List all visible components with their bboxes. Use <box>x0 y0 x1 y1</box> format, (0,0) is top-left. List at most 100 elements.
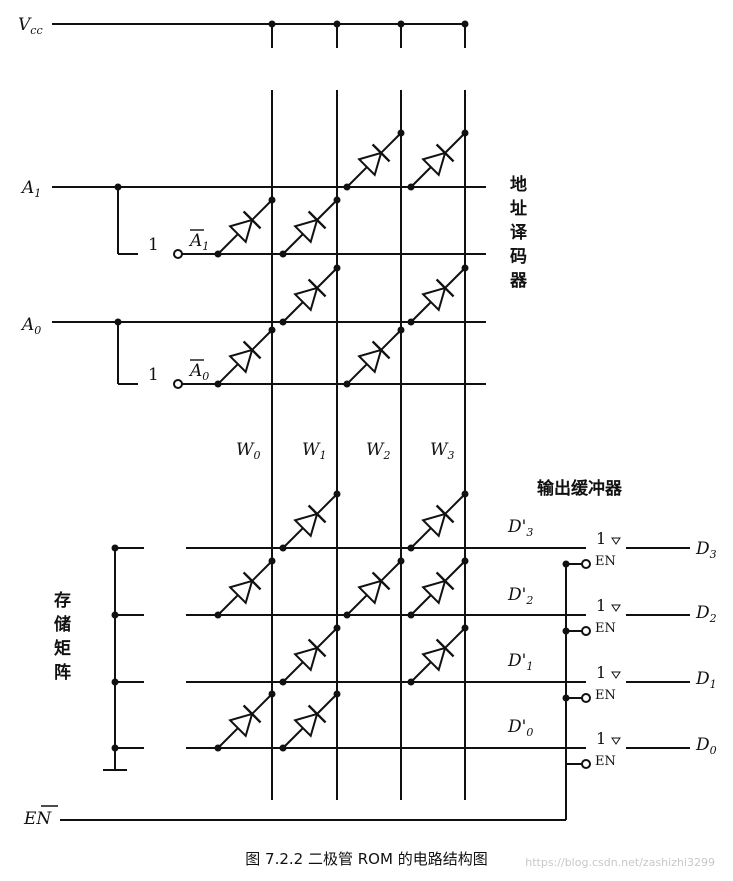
diode <box>357 571 391 605</box>
diode-triangle <box>293 646 319 672</box>
diode <box>228 340 262 374</box>
buffer-enable-text: EN <box>595 621 616 636</box>
row-resistor <box>144 674 186 690</box>
junction-dot <box>343 380 351 388</box>
diode-triangle <box>357 579 383 605</box>
diode-triangle <box>293 286 319 312</box>
diode <box>421 278 455 312</box>
svg-text:译: 译 <box>510 223 528 243</box>
diode-bar <box>307 278 327 298</box>
junction-dot <box>111 678 119 686</box>
diode <box>293 504 327 538</box>
diode-bar <box>307 504 327 524</box>
diode <box>293 210 327 244</box>
diode <box>357 340 391 374</box>
w3-label: W3 <box>430 440 454 462</box>
diode-triangle <box>357 151 383 177</box>
junction-dot <box>407 544 415 552</box>
d3-output-label: D3 <box>695 539 717 561</box>
a0-bar-label: A0 <box>188 361 209 383</box>
junction-dot <box>461 129 469 137</box>
inverter-symbol: 1 <box>148 365 159 385</box>
diode <box>421 638 455 672</box>
junction-dot <box>279 678 287 686</box>
junction-dot <box>111 611 119 619</box>
diode-bar <box>242 571 262 591</box>
diode <box>293 638 327 672</box>
d2-output-label: D2 <box>695 603 717 625</box>
svg-text:阵: 阵 <box>54 662 71 683</box>
inverter-gate <box>138 234 174 274</box>
diode <box>421 143 455 177</box>
diode-bar <box>435 571 455 591</box>
diode-bar <box>307 638 327 658</box>
junction-dot <box>343 183 351 191</box>
buffer-triangle <box>611 604 621 612</box>
svg-text:存: 存 <box>54 590 71 611</box>
row-resistor <box>144 607 186 623</box>
diode-triangle <box>293 218 319 244</box>
enable-bubble <box>581 693 591 703</box>
svg-text:器: 器 <box>509 271 528 291</box>
diode-bar <box>435 143 455 163</box>
row-resistor <box>144 740 186 756</box>
diode-triangle <box>293 712 319 738</box>
diode <box>357 143 391 177</box>
junction-dot <box>333 490 341 498</box>
junction-dot <box>461 557 469 565</box>
enable-bubble <box>581 626 591 636</box>
buffer-symbol: 1 <box>596 529 606 548</box>
pullup-resistor <box>459 48 471 90</box>
diode-triangle <box>421 646 447 672</box>
diode-bar <box>242 340 262 360</box>
junction-dot <box>343 611 351 619</box>
junction-dot <box>268 326 276 334</box>
diode <box>228 571 262 605</box>
junction-dot <box>397 20 405 28</box>
svg-text:储: 储 <box>54 614 71 635</box>
diode-bar <box>307 704 327 724</box>
diode-bar <box>307 210 327 230</box>
junction-dot <box>111 544 119 552</box>
diode-bar <box>371 571 391 591</box>
diode-triangle <box>293 512 319 538</box>
junction-dot <box>407 611 415 619</box>
svg-text:矩: 矩 <box>54 638 71 659</box>
a1-bar-label: A1 <box>188 231 209 253</box>
memory-block-label: 存 储 矩 阵 <box>54 590 71 683</box>
junction-dot <box>333 20 341 28</box>
diode-triangle <box>421 151 447 177</box>
buffer-triangle <box>611 537 621 545</box>
figure-caption: 图 7.2.2 二极管 ROM 的电路结构图 <box>245 850 488 868</box>
inverter-symbol: 1 <box>148 235 159 255</box>
junction-dot <box>333 690 341 698</box>
junction-dot <box>397 557 405 565</box>
junction-dot <box>279 318 287 326</box>
junction-dot <box>214 744 222 752</box>
junction-dot <box>214 611 222 619</box>
junction-dot <box>562 694 570 702</box>
junction-dot <box>214 380 222 388</box>
w2-label: W2 <box>366 440 390 462</box>
junction-dot <box>461 624 469 632</box>
junction-dot <box>397 129 405 137</box>
diode-triangle <box>228 218 254 244</box>
enable-bubble <box>581 759 591 769</box>
buffer-enable-text: EN <box>595 554 616 569</box>
junction-dot <box>279 544 287 552</box>
diode-triangle <box>228 712 254 738</box>
svg-text:址: 址 <box>510 199 527 219</box>
output-buffer <box>590 524 626 572</box>
a1-label: A1 <box>20 178 41 200</box>
junction-dot <box>111 744 119 752</box>
diode-bar <box>242 704 262 724</box>
junction-dot <box>214 250 222 258</box>
d2-prime-label: D'2 <box>507 585 533 607</box>
diode-bar <box>371 340 391 360</box>
diode-bar <box>435 638 455 658</box>
en-bar-label: EN <box>23 809 52 829</box>
row-resistor <box>144 540 186 556</box>
wires <box>52 23 690 821</box>
